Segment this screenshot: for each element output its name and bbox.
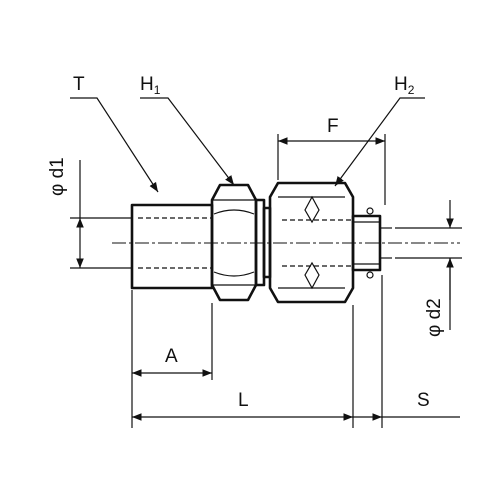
label-hex1: H1 xyxy=(140,74,161,97)
label-hex2: H2 xyxy=(394,74,415,97)
threaded-end xyxy=(130,203,214,290)
leader-h2 xyxy=(334,97,425,187)
extension-lines xyxy=(70,134,462,428)
dimension-lines xyxy=(76,137,460,421)
label-length-a: A xyxy=(165,346,178,367)
tube-outlet xyxy=(351,207,392,279)
label-hex1-main: H xyxy=(140,74,154,95)
label-dia1: φ d1 xyxy=(47,157,68,196)
leader-h1 xyxy=(140,97,235,186)
label-dia2: φ d2 xyxy=(424,298,445,337)
label-thread: T xyxy=(73,74,85,95)
label-stroke: S xyxy=(417,390,430,411)
label-flat: F xyxy=(327,116,339,137)
label-hex2-sub: 2 xyxy=(408,83,415,97)
label-length-total: L xyxy=(238,390,249,411)
leader-lines xyxy=(70,97,425,193)
union-nut-h2 xyxy=(268,181,355,304)
leader-t xyxy=(70,97,159,193)
label-hex1-sub: 1 xyxy=(154,83,161,97)
label-hex2-main: H xyxy=(394,74,408,95)
